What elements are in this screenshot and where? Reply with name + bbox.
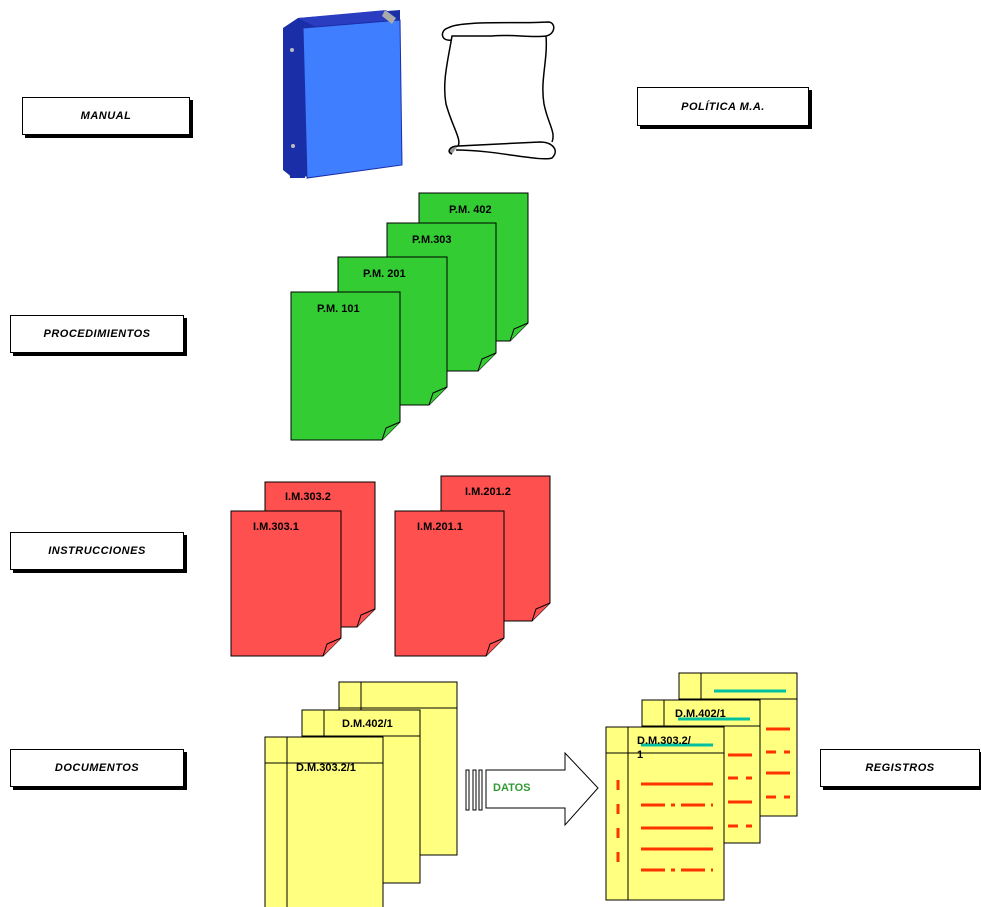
datos-arrow: DATOS: [465, 751, 599, 827]
procedure-sheet-label: P.M. 201: [363, 268, 406, 280]
instruction-sheet: I.M.201.1: [394, 510, 505, 657]
instruction-sheet-label: I.M.303.1: [253, 521, 299, 533]
instructions-stack: I.M.303.2I.M.303.1 I.M.201.2I.M.201.1: [230, 475, 551, 657]
label-registros: REGISTROS: [820, 749, 980, 787]
procedure-sheet-label: P.M. 101: [317, 303, 360, 315]
instruction-sheet-label: I.M.303.2: [285, 491, 331, 503]
documents-stack: D.M.402/1D.M.303.2/1: [264, 681, 458, 907]
procedure-sheet-label: P.M. 402: [449, 204, 492, 216]
document-label: D.M.303.2/1: [296, 762, 356, 774]
label-procedimientos: PROCEDIMIENTOS: [10, 315, 184, 353]
procedure-sheet-label: P.M.303: [412, 234, 452, 246]
label-manual: MANUAL: [22, 97, 190, 135]
instruction-sheet: I.M.303.1: [230, 510, 342, 657]
record-label: D.M.402/1: [675, 708, 726, 720]
datos-label: DATOS: [493, 782, 531, 794]
record-label: 1: [637, 749, 643, 761]
document-label: D.M.402/1: [342, 718, 393, 730]
instruction-sheet-label: I.M.201.2: [465, 486, 511, 498]
label-politica: POLÍTICA M.A.: [637, 87, 809, 126]
binder-icon: [283, 10, 403, 179]
scroll-icon: [441, 21, 556, 160]
document-form: [264, 736, 384, 907]
record-label: D.M.303.2/: [637, 735, 691, 747]
label-documentos: DOCUMENTOS: [10, 749, 184, 787]
instruction-sheet-label: I.M.201.1: [417, 521, 463, 533]
records-stack: D.M.402/1D.M.303.2/1: [605, 672, 798, 901]
procedure-sheet: P.M. 101: [290, 291, 401, 441]
record-form: [605, 726, 725, 901]
label-instrucciones: INSTRUCCIONES: [10, 532, 184, 570]
